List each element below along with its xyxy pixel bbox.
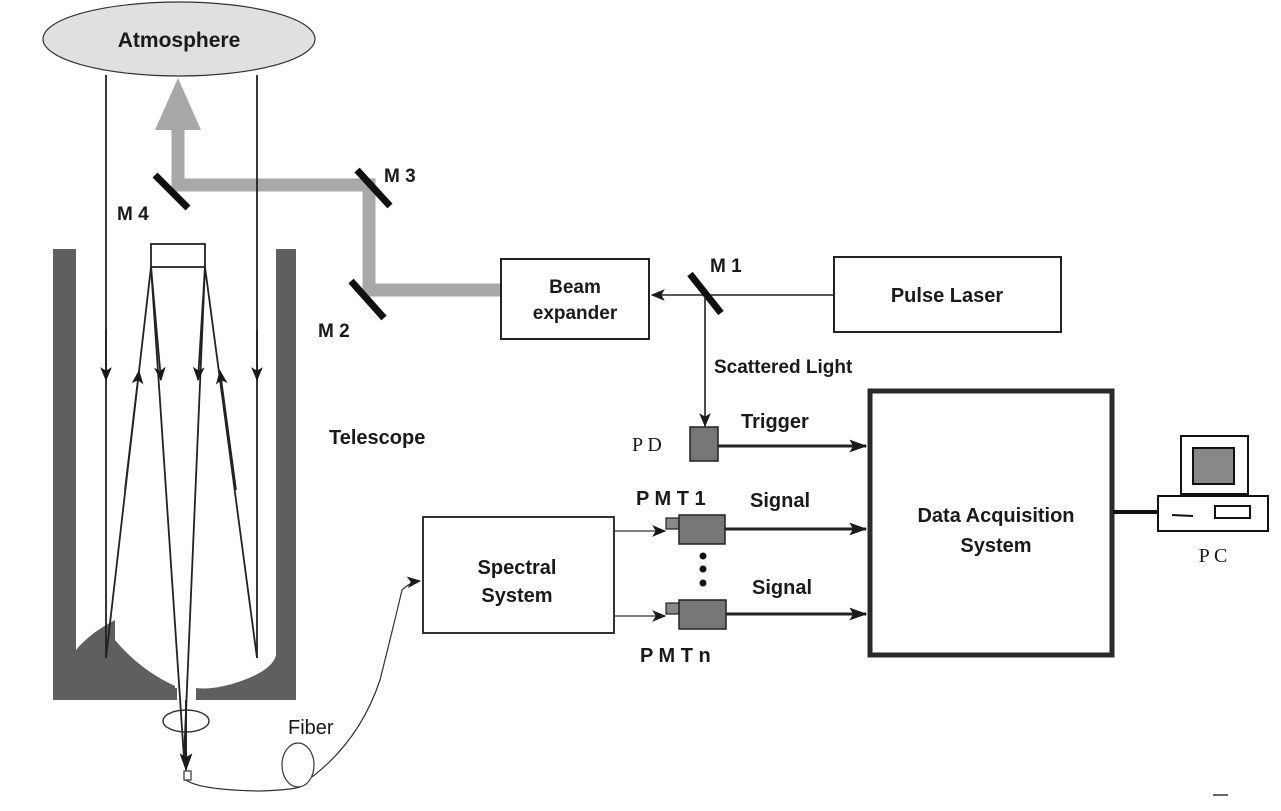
pc-node: P C xyxy=(1157,435,1269,567)
beam-expander-label-2: expander xyxy=(533,303,618,324)
telescope-label: Telescope xyxy=(329,427,425,449)
ellipsis-dot xyxy=(699,579,707,587)
atmosphere-node: Atmosphere xyxy=(42,1,316,77)
reflected-ray-right xyxy=(204,266,258,659)
pmt-n-node: P M T n xyxy=(640,599,727,667)
signal-1-label: Signal xyxy=(750,490,810,512)
mirror-m1: M 1 xyxy=(687,256,742,316)
pulse-laser-label: Pulse Laser xyxy=(891,285,1004,307)
pmt-n-icon xyxy=(678,599,727,630)
pc-case-icon xyxy=(1157,495,1269,532)
pc-drive-icon xyxy=(1214,505,1251,519)
fiber-coil-icon xyxy=(281,742,315,788)
pmt-1-icon xyxy=(678,514,726,545)
mirror-m3-glyph xyxy=(354,167,393,209)
fiber-cable xyxy=(185,779,301,792)
secondary-mirror xyxy=(150,243,206,268)
telescope-right-wall xyxy=(276,249,296,700)
spectral-system-label-1: Spectral xyxy=(478,557,557,579)
fiber-coupler xyxy=(183,770,192,781)
data-acquisition-label-1: Data Acquisition xyxy=(917,505,1074,527)
beam-arrowhead-icon xyxy=(155,78,201,130)
telescope-primary-left xyxy=(76,655,177,700)
fiber-to-spectral-arrow xyxy=(311,576,422,778)
pmt-1-label: P M T 1 xyxy=(636,488,706,510)
beam-line xyxy=(171,108,500,297)
mirror-m2-label: M 2 xyxy=(318,321,350,342)
pmt-1-node: P M T 1 xyxy=(636,488,726,545)
beam-expander-node: Beam expander xyxy=(500,258,650,340)
pmt-n-label: P M T n xyxy=(640,645,711,667)
mirror-m1-glyph xyxy=(687,271,724,316)
spectral-system-node: Spectral System xyxy=(422,516,615,634)
photodiode-node: P D xyxy=(632,426,719,462)
ellipsis-dot xyxy=(699,552,707,560)
laser-beam-path xyxy=(155,78,500,297)
pmt-n-window-icon xyxy=(665,602,680,615)
mirror-m4-glyph xyxy=(152,172,191,211)
signal-n-label: Signal xyxy=(752,577,812,599)
mirror-m2: M 2 xyxy=(318,278,387,342)
mirror-m4-label: M 4 xyxy=(117,204,149,225)
fiber-node: Fiber xyxy=(185,576,422,792)
beam-expander-box xyxy=(500,258,650,340)
telescope-node: Telescope xyxy=(53,75,425,781)
mirror-m3-label: M 3 xyxy=(384,166,416,187)
atmosphere-ellipse xyxy=(42,1,316,77)
data-acquisition-box xyxy=(867,388,1115,658)
pulse-laser-box xyxy=(833,256,1062,333)
spectral-system-box xyxy=(422,516,615,634)
mirror-m1-label: M 1 xyxy=(710,256,742,277)
ellipsis-dot xyxy=(699,565,707,573)
data-acquisition-label-2: System xyxy=(960,535,1031,557)
focused-ray-right xyxy=(183,266,206,759)
telescope-primary-right xyxy=(196,655,276,700)
pc-screen-icon xyxy=(1192,447,1235,485)
fiber-label: Fiber xyxy=(288,717,334,739)
photodiode-label: P D xyxy=(632,434,662,456)
photodiode-icon xyxy=(689,426,719,462)
pc-label: P C xyxy=(1199,545,1228,567)
mirror-m3: M 3 xyxy=(354,166,416,209)
pulse-laser-node: Pulse Laser xyxy=(833,256,1062,333)
pc-drive-slot-icon xyxy=(1171,514,1194,517)
mirror-m2-glyph xyxy=(348,278,387,321)
scattered-light-label: Scattered Light xyxy=(714,357,853,378)
spectral-system-label-2: System xyxy=(481,585,552,607)
pmt-1-window-icon xyxy=(665,517,680,530)
focused-ray-left xyxy=(150,266,185,759)
data-acquisition-node: Data Acquisition System xyxy=(867,388,1115,658)
trigger-label: Trigger xyxy=(741,411,809,433)
atmosphere-label: Atmosphere xyxy=(118,29,241,52)
mirror-m4: M 4 xyxy=(117,172,191,225)
beam-expander-label-1: Beam xyxy=(549,277,601,298)
